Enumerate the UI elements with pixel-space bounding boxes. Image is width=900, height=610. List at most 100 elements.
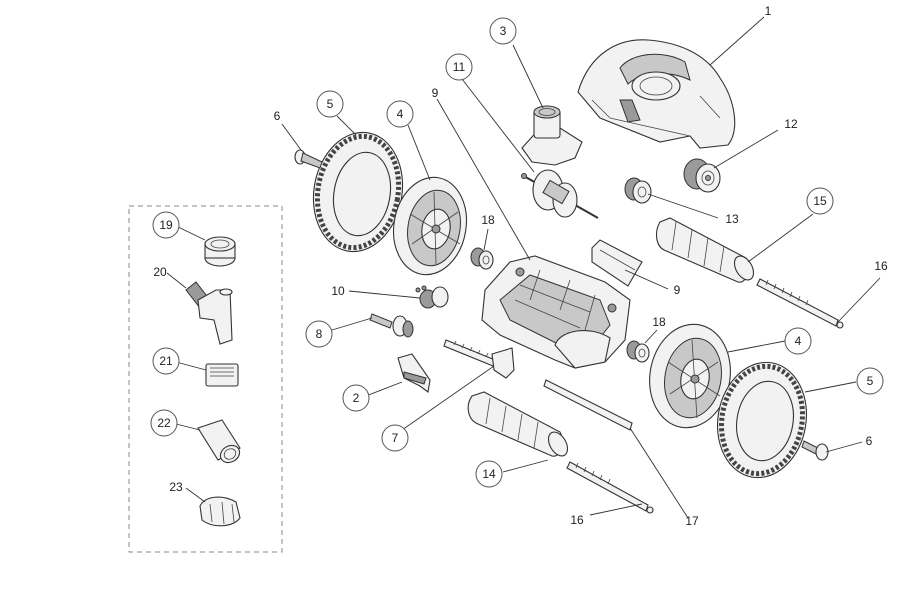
part-6-screw-right (801, 440, 829, 461)
leader-5b (804, 381, 857, 393)
leader-1 (709, 16, 765, 66)
callout-8: 8 (305, 320, 333, 348)
leader-13 (647, 193, 719, 219)
callout-5-upper: 5 (316, 90, 344, 118)
leader-2 (365, 381, 403, 397)
part-5-tire-left (312, 131, 404, 253)
callout-22-label: 22 (157, 416, 171, 430)
leader-11 (461, 78, 535, 173)
leader-8 (331, 317, 373, 331)
part-5-tire-right (716, 361, 808, 479)
callout-3: 3 (489, 17, 517, 45)
callout-6-lower: 6 (866, 434, 873, 448)
callout-16-upper: 16 (874, 259, 888, 273)
leader-6b (825, 441, 863, 453)
callout-16-lower: 16 (570, 513, 584, 527)
callout-9-upper: 9 (432, 86, 439, 100)
callout-12: 12 (784, 117, 798, 131)
leader-4a (407, 124, 431, 181)
callout-4-lower-label: 4 (795, 334, 802, 348)
leader-16a (837, 277, 881, 323)
part-9-insert (591, 239, 643, 287)
leader-18b (644, 329, 658, 344)
leader-18a (483, 228, 489, 251)
leader-10 (348, 290, 421, 299)
part-7-drive-shaft (443, 339, 515, 379)
callout-23-label: 23 (169, 480, 183, 494)
leader-9a (436, 98, 531, 261)
callout-14: 14 (475, 460, 503, 488)
part-10-gears (415, 285, 449, 309)
leader-3 (512, 44, 544, 109)
leader-23 (185, 487, 206, 503)
callout-9-lower: 9 (674, 283, 681, 297)
part-4-wheel-right (649, 323, 731, 429)
part-23-weight (199, 496, 241, 527)
callout-7-label: 7 (392, 431, 399, 445)
part-16-axle-upper (756, 278, 844, 329)
callout-22: 22 (150, 409, 178, 437)
callout-19: 19 (152, 211, 180, 239)
leader-9b (624, 269, 669, 290)
callout-3-label: 3 (500, 24, 507, 38)
part-18-bearing-upper (470, 247, 494, 270)
leader-5a (336, 115, 357, 136)
part-22-hose-cuff (197, 419, 241, 464)
part-4-wheel-left (392, 176, 468, 276)
leader-20 (166, 272, 187, 289)
callout-21: 21 (152, 347, 180, 375)
leader-22 (175, 423, 201, 431)
leader-21 (175, 361, 207, 371)
accessory-kit-box (128, 205, 283, 553)
callout-23: 23 (169, 480, 183, 494)
callout-2: 2 (342, 384, 370, 412)
part-1-top-cover (577, 39, 736, 149)
callout-13: 13 (725, 212, 739, 226)
callout-18-upper: 18 (481, 213, 495, 227)
part-15-roller (655, 217, 755, 283)
callout-4-upper-label: 4 (397, 107, 404, 121)
callout-5-upper-label: 5 (327, 97, 334, 111)
leader-12 (713, 129, 779, 169)
callout-7: 7 (381, 424, 409, 452)
part-9-chassis (481, 255, 631, 369)
part-8-pulley (369, 313, 414, 338)
callout-18-lower: 18 (652, 315, 666, 329)
part-20-valve (185, 281, 233, 345)
part-21-adapter (205, 363, 239, 387)
part-2-bracket (397, 353, 431, 393)
callout-8-label: 8 (316, 327, 323, 341)
leader-4b (727, 340, 786, 353)
callout-15-label: 15 (813, 194, 827, 208)
callout-11: 11 (445, 53, 473, 81)
part-13-gear (624, 177, 652, 204)
callout-4-upper: 4 (386, 100, 414, 128)
part-16-axle-lower (566, 461, 654, 514)
part-18-bearing-lower (626, 340, 650, 363)
leader-16b (589, 503, 643, 516)
callout-11-label: 11 (453, 60, 466, 74)
callout-20: 20 (153, 265, 167, 279)
part-17-bar (543, 379, 633, 431)
part-3-swivel-housing (521, 105, 583, 166)
callout-1: 1 (765, 4, 772, 18)
callout-10: 10 (331, 284, 345, 298)
leader-15 (747, 213, 814, 263)
leader-19 (175, 225, 206, 241)
part-11-turbine-assembly (521, 169, 599, 219)
callout-20-label: 20 (153, 265, 167, 279)
callout-6-upper: 6 (274, 109, 281, 123)
callout-5-lower-label: 5 (867, 374, 874, 388)
leader-17 (629, 427, 689, 519)
callout-17: 17 (685, 514, 699, 528)
callout-21-label: 21 (159, 354, 173, 368)
leader-6a (281, 123, 302, 151)
leader-14 (502, 459, 549, 473)
callout-15: 15 (806, 187, 834, 215)
part-19-ring (204, 236, 236, 267)
part-14-roller (467, 391, 569, 457)
callout-14-label: 14 (482, 467, 496, 481)
part-6-screw-left (294, 149, 323, 169)
callout-2-label: 2 (353, 391, 360, 405)
